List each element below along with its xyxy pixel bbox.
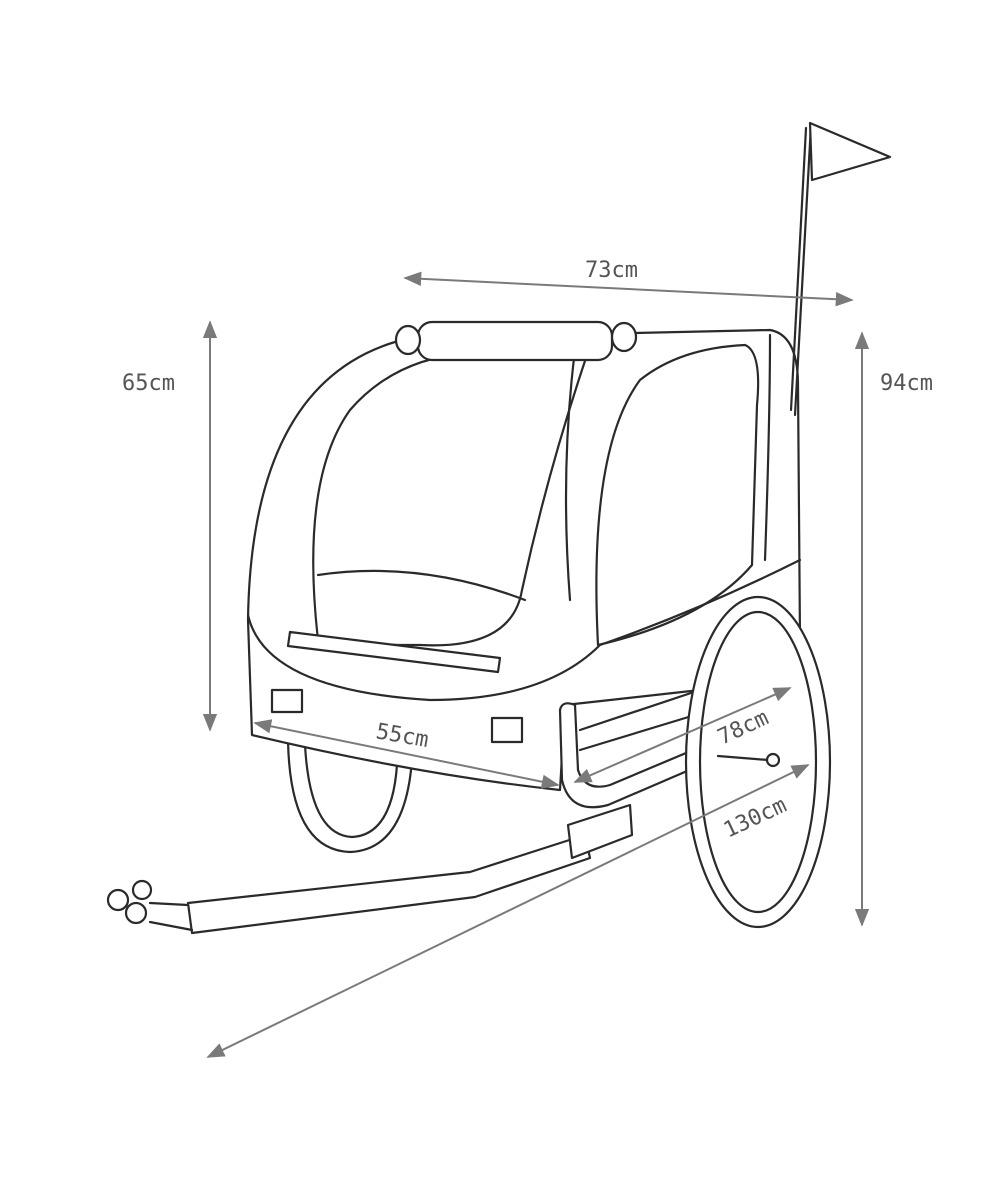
trailer-body (246, 320, 802, 792)
reflector (270, 688, 304, 714)
handle-bar (416, 320, 614, 362)
hitch-ball (124, 901, 148, 925)
hitch-ball (106, 888, 130, 912)
hitch-ball (131, 879, 153, 901)
axle (765, 752, 781, 768)
reflector (490, 716, 524, 744)
safety-flag (789, 121, 892, 417)
dimension-arrow-73cm (403, 271, 854, 307)
tow-bar (106, 803, 634, 935)
label-width-top: 73cm (585, 258, 638, 283)
right-wheel (684, 595, 832, 929)
label-height-total: 94cm (880, 371, 933, 396)
dimension-arrow-130cm (206, 764, 810, 1058)
label-height-body: 65cm (122, 371, 175, 396)
